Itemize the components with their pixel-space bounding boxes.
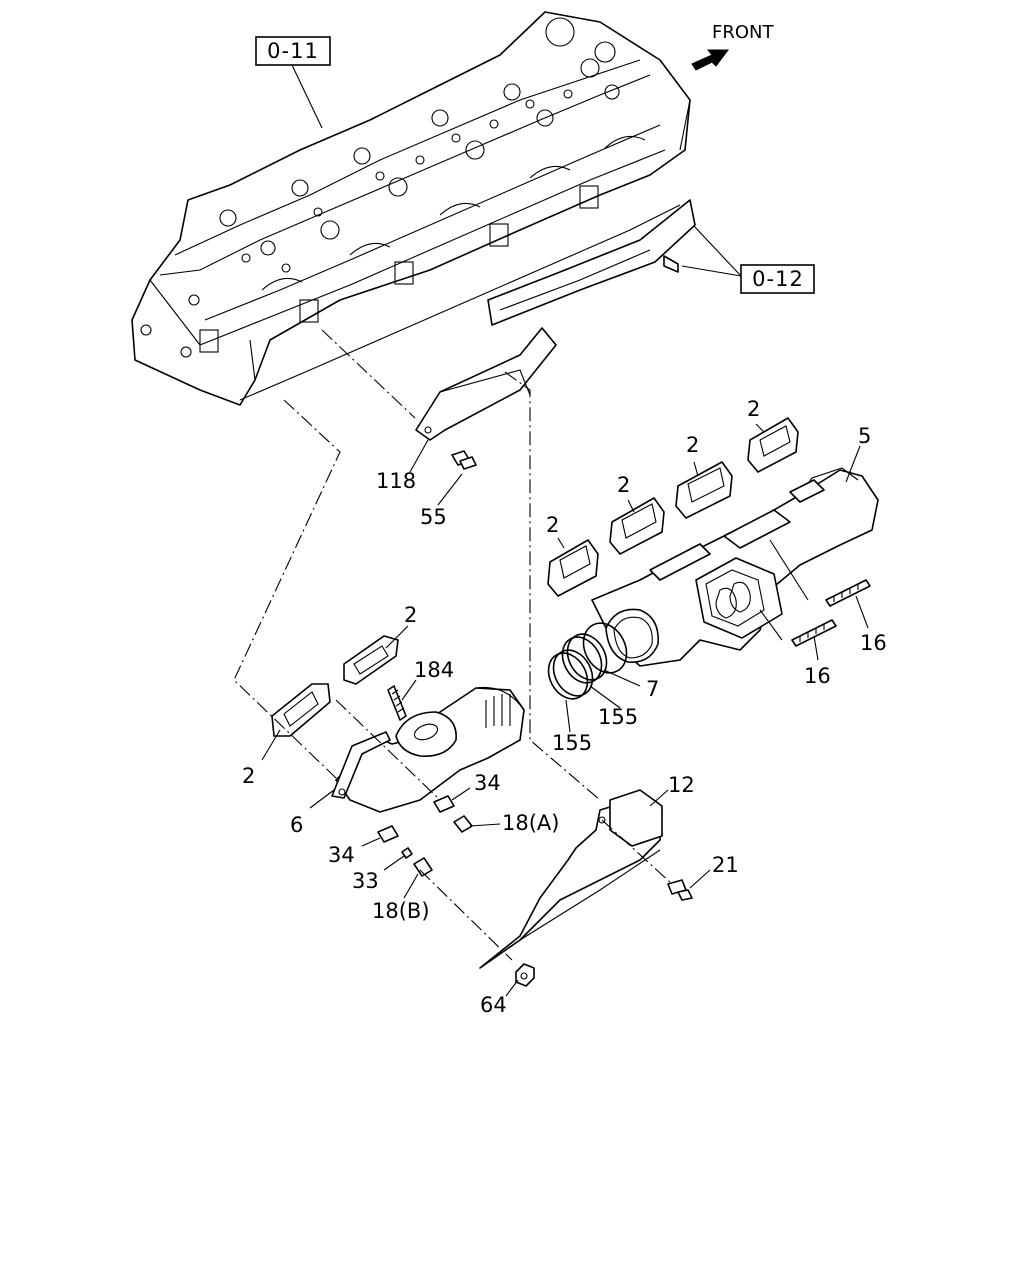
stud-184 [387,685,407,721]
cylinder-head [131,11,691,406]
front-arrow-icon [691,49,729,71]
callout-2: 2 [546,513,559,537]
callout-16: 16 [860,631,887,655]
nut-64 [515,963,535,987]
callout-21: 21 [712,853,739,877]
callout-118: 118 [376,469,416,493]
reference-0-11[interactable]: 0-11 [255,36,331,129]
reference-0-12[interactable]: 0-12 [681,225,815,294]
callout-155: 155 [552,731,592,755]
callout-64: 64 [480,993,507,1017]
callout-12: 12 [668,773,695,797]
small-fittings [377,795,473,877]
callout-34: 34 [328,843,355,867]
callout-34: 34 [474,771,501,795]
bolt-55 [451,450,477,470]
callout-5: 5 [858,424,871,448]
studs-16 [791,579,871,647]
exhaust-manifold-rear [591,467,879,667]
callout-18b: 18(B) [372,899,430,923]
bracket-118 [415,327,557,441]
callout-labels: 118 55 2 2 2 2 5 16 16 7 155 155 2 184 2… [242,397,887,1017]
callout-155: 155 [598,705,638,729]
callout-18a: 18(A) [502,811,559,835]
callout-33: 33 [352,869,379,893]
callout-2: 2 [747,397,760,421]
callout-55: 55 [420,505,447,529]
bolt-21 [667,879,693,901]
front-direction-indicator: FRONT [691,22,774,71]
callout-2: 2 [242,764,255,788]
callout-16: 16 [804,664,831,688]
gasket-series [547,417,799,597]
callout-184: 184 [414,658,454,682]
callout-2: 2 [686,433,699,457]
reference-0-12-label: 0-12 [752,267,804,291]
exhaust-heat-shield-upper [487,199,696,326]
reference-0-11-label: 0-11 [267,39,319,63]
front-label: FRONT [712,22,774,43]
callout-7: 7 [646,677,659,701]
seal-rings [547,622,628,700]
callout-2: 2 [617,473,630,497]
exhaust-manifold-front [331,686,525,813]
callout-6: 6 [290,813,303,837]
heat-shield-12 [479,789,663,969]
callout-2: 2 [404,603,417,627]
gasket-left [271,635,399,737]
